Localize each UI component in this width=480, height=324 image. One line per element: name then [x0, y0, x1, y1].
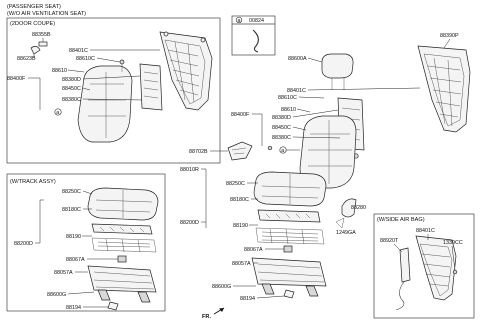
cushion-pan-track	[91, 223, 153, 235]
seat-back-frame-main: 88390P	[417, 33, 471, 133]
label-88200D-track: 88200D	[14, 241, 33, 247]
label-88067A-track: 88067A	[66, 257, 85, 263]
inset-00824: a 00824	[231, 15, 276, 56]
seat-track-main	[251, 245, 327, 299]
label-88400F-coupe: 88400F	[7, 76, 26, 82]
seat-track-left	[87, 255, 157, 311]
label-1339CC: 1339CC	[443, 240, 463, 246]
front-arrowhead-icon	[219, 308, 224, 312]
label-88280: 88280	[351, 205, 366, 211]
label-88180C-main: 88180C	[230, 197, 249, 203]
label-88600A: 88600A	[288, 56, 307, 62]
seat-back-cushion-coupe	[77, 65, 133, 143]
label-88610-coupe: 88610	[52, 68, 67, 74]
fr-label: FR.	[202, 314, 211, 320]
track-assy-section-box	[6, 173, 166, 312]
seat-back-frame-coupe	[159, 31, 213, 111]
side-airbag-frame: 88401C 88920T 1339CC	[380, 228, 463, 311]
label-88401C-main: 88401C	[287, 88, 306, 94]
wire-spring-track	[91, 237, 157, 253]
seat-cushion-track	[87, 187, 159, 221]
label-88057A-main: 88057A	[232, 261, 251, 267]
label-a-coupe: a	[56, 110, 59, 116]
track-assy-labels: 88250C 88180C 88200D 88190 88067A 88057A…	[14, 189, 118, 311]
front-direction-indicator: FR.	[202, 307, 225, 320]
label-88380C-main: 88380C	[272, 135, 291, 141]
label-88180C-track: 88180C	[62, 207, 81, 213]
label-88200D-main: 88200D	[180, 220, 199, 226]
label-88390P: 88390P	[440, 33, 459, 39]
label-88380D-main: 88380D	[272, 115, 291, 121]
header-passenger-seat: (PASSENGER SEAT)	[7, 4, 61, 10]
label-88190-main: 88190	[233, 223, 248, 229]
label-88623B: 88623B	[17, 56, 36, 62]
coupe-section-title: (2DOOR COUPE)	[10, 21, 55, 27]
label-88610C-coupe: 88610C	[76, 56, 95, 62]
label-88600G-track: 88600G	[47, 292, 66, 298]
headrest: 88600A	[288, 53, 354, 90]
label-88380D-coupe: 88380D	[62, 77, 81, 83]
label-88401C-airbag: 88401C	[416, 228, 435, 234]
label-88600G-main: 88600G	[212, 284, 231, 290]
side-airbag-section-box	[373, 213, 475, 319]
main-cushion-labels: 88250C 88180C 88200D 88190 88067A 88057A…	[180, 181, 285, 302]
headrest-guide-coupe	[30, 41, 125, 72]
inset-part-number: 00824	[249, 18, 264, 24]
label-88010R: 88010R	[180, 167, 199, 173]
label-88610-main: 88610	[281, 107, 296, 113]
label-88702B: 88702B	[189, 149, 208, 155]
label-88194-track: 88194	[66, 305, 81, 311]
label-88194-main: 88194	[240, 296, 255, 302]
track-assy-title: (W/TRACK ASSY)	[10, 179, 56, 185]
header-without-vent: (W/O AIR VENTILATION SEAT)	[7, 11, 86, 17]
wire-spring-main	[255, 227, 325, 245]
label-88355B: 88355B	[32, 32, 51, 38]
label-88190-track: 88190	[66, 234, 81, 240]
seat-back-cushion-main	[299, 115, 357, 189]
label-88400F-main: 88400F	[231, 112, 250, 118]
label-88401C-coupe: 88401C	[69, 48, 88, 54]
seat-belt-buckle: 88280 1249GA	[335, 198, 366, 236]
recliner-cover: 88702B 88010R	[180, 141, 273, 228]
label-88067A-main: 88067A	[244, 247, 263, 253]
label-88450C-coupe: 88450C	[62, 86, 81, 92]
label-88250C-main: 88250C	[226, 181, 245, 187]
label-88250C-track: 88250C	[62, 189, 81, 195]
label-88920T: 88920T	[380, 238, 399, 244]
label-a-main: a	[281, 148, 284, 154]
side-airbag-title: (W/SIDE AIR BAG)	[377, 217, 425, 223]
back-board-coupe	[139, 63, 163, 111]
label-1249GA: 1249GA	[336, 230, 356, 236]
label-88450C-main: 88450C	[272, 125, 291, 131]
coupe-labels: 88355B 88623B 88401C 88610C 88610 88380D…	[7, 32, 160, 116]
label-88610C-main: 88610C	[278, 95, 297, 101]
inset-letter: a	[238, 18, 241, 24]
cushion-pan-main	[257, 209, 321, 223]
coupe-section-box	[6, 17, 221, 164]
seat-cushion-main	[253, 171, 327, 207]
main-back-labels: 88401C 88610C 88610 88400F 88380D 88450C…	[231, 87, 421, 154]
label-88057A-track: 88057A	[54, 270, 73, 276]
label-88380C-coupe: 88380C	[62, 97, 81, 103]
